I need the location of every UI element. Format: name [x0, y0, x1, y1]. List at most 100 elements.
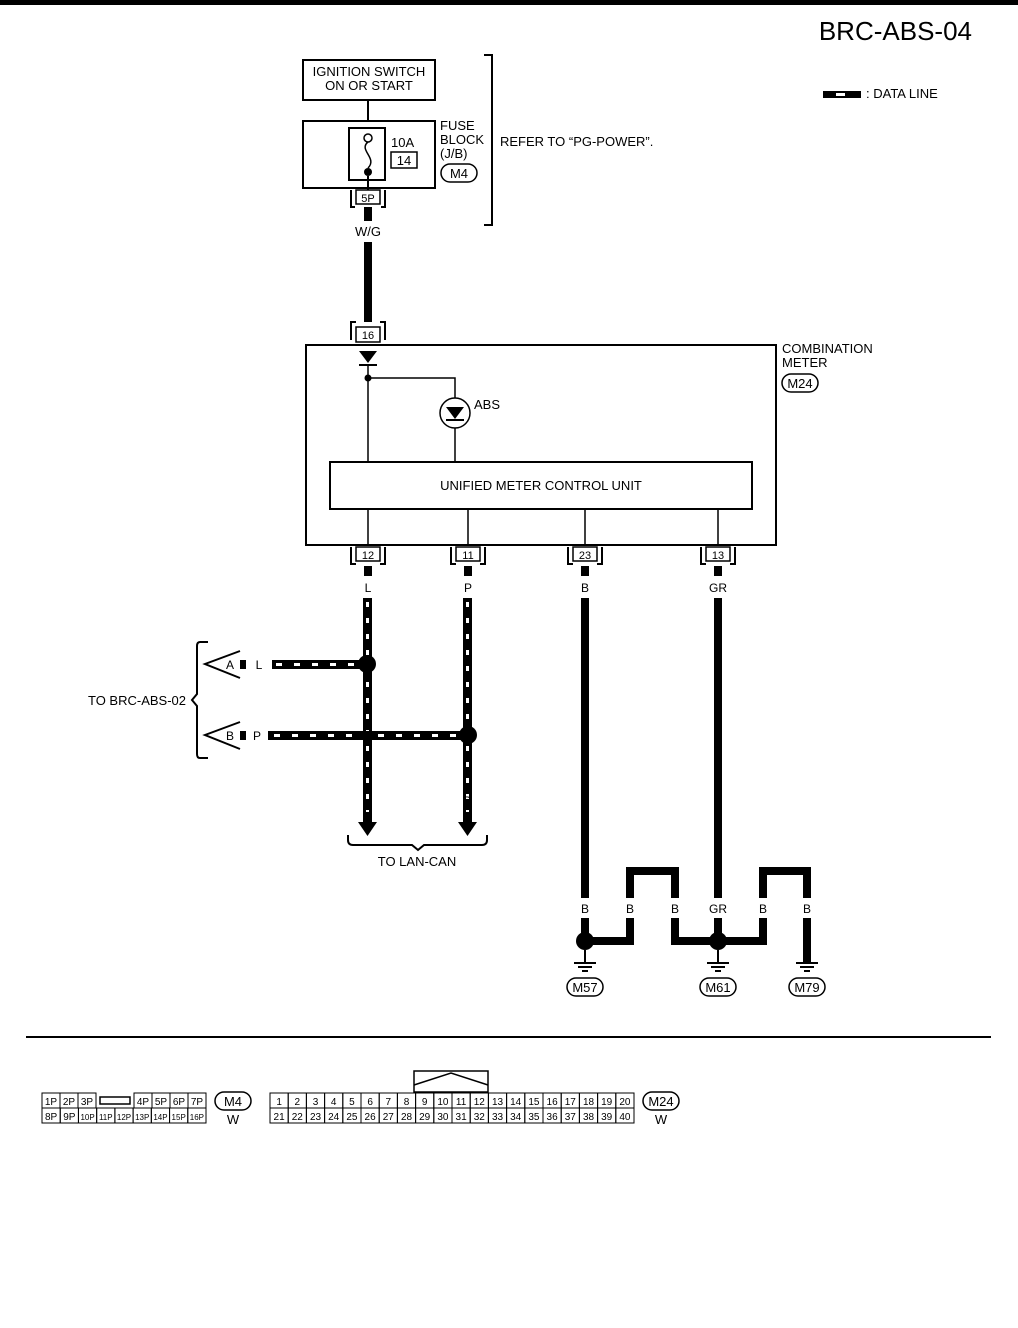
gnd-link-1 — [585, 918, 634, 945]
m4-connector-label: M4 W — [214, 1091, 252, 1127]
ignition-switch: IGNITION SWITCH ON OR START — [302, 59, 436, 101]
pin-label: 17 — [565, 1097, 577, 1108]
pin-label: 6 — [367, 1097, 373, 1108]
ground-icon — [796, 962, 818, 972]
l-down-label: L — [364, 794, 371, 808]
svg-text:12: 12 — [362, 550, 374, 562]
wire-label-gr: GR — [709, 581, 727, 595]
fuse-conn-badge: M4 — [450, 166, 468, 181]
pin-label: 24 — [328, 1112, 340, 1123]
pin-label: 35 — [528, 1112, 540, 1123]
pin-label: 18 — [583, 1097, 595, 1108]
pin-label: 2 — [295, 1097, 301, 1108]
wire-label-p: P — [464, 581, 472, 595]
pin-label: 8 — [404, 1097, 410, 1108]
pin-label: 3P — [81, 1097, 94, 1108]
pin-label: 4P — [137, 1097, 150, 1108]
link-b-wire: P — [253, 729, 261, 743]
meter-pin-connector-13: 13 — [700, 546, 736, 565]
combination-meter — [305, 344, 777, 546]
svg-text:M61: M61 — [705, 980, 730, 995]
pin-label: 13P — [135, 1113, 149, 1122]
gr-wire-vertical — [714, 598, 722, 898]
svg-text:ON OR START: ON OR START — [325, 78, 413, 93]
gnd-wire-label: B — [581, 902, 589, 916]
link-a-connector: A — [202, 650, 246, 679]
combination-meter-label: COMBINATION METER M24 — [781, 341, 873, 393]
pin-label: 1P — [45, 1097, 58, 1108]
meter-conn-badge: M24 — [787, 376, 812, 391]
pin-label: 31 — [456, 1112, 468, 1123]
lan-can-bracket — [347, 835, 488, 852]
pin-label: 16 — [547, 1097, 559, 1108]
gnd-link-3 — [718, 918, 767, 945]
pin-label: 19 — [601, 1097, 613, 1108]
pin-label: 28 — [401, 1112, 413, 1123]
b-lower-stub — [581, 918, 589, 938]
stub-23 — [581, 566, 589, 576]
pin-label: 13 — [492, 1097, 504, 1108]
power-bracket — [484, 54, 493, 226]
m24-latch — [413, 1070, 489, 1093]
svg-text:BLOCK: BLOCK — [440, 132, 484, 147]
pin-label: 32 — [474, 1112, 486, 1123]
pin-label: 3 — [313, 1097, 319, 1108]
pin-label: 30 — [437, 1112, 449, 1123]
stub-12 — [364, 566, 372, 576]
svg-text:METER: METER — [782, 355, 828, 370]
pin-label: 11 — [456, 1097, 467, 1108]
stub-11 — [464, 566, 472, 576]
refer-label: REFER TO “PG-POWER”. — [500, 134, 653, 149]
meter-pin-connector-11: 11 — [450, 546, 486, 565]
fuse-out-stub — [364, 207, 372, 221]
pin-label: 4 — [331, 1097, 337, 1108]
fuse-block: 10A 14 — [302, 120, 436, 190]
pin-label: 37 — [565, 1112, 577, 1123]
meter-input-connector: 16 — [350, 321, 386, 343]
svg-text:M57: M57 — [572, 980, 597, 995]
svg-text:5P: 5P — [361, 193, 374, 205]
pin-label: 22 — [292, 1112, 304, 1123]
wire-label-b: B — [581, 581, 589, 595]
gnd-wire-label: B — [803, 902, 811, 916]
to-lan-can-label: TO LAN-CAN — [378, 854, 457, 869]
pin-label: 8P — [45, 1112, 58, 1123]
pin-label: 9 — [422, 1097, 428, 1108]
pin-label: 9P — [63, 1112, 76, 1123]
abs02-bracket — [190, 641, 208, 759]
pin-label: 5 — [349, 1097, 355, 1108]
stub-13 — [714, 566, 722, 576]
splice-loop-1 — [626, 867, 679, 898]
wg-wire-label: W/G — [355, 224, 381, 239]
data-line-l-horizontal — [272, 660, 364, 669]
gnd-wire-label: B — [671, 902, 679, 916]
pin-label: 39 — [601, 1112, 613, 1123]
link-a-wire: L — [256, 658, 263, 672]
wire-label-l: L — [365, 581, 372, 595]
pin-label: 1 — [276, 1097, 282, 1108]
pin-label: 7 — [386, 1097, 392, 1108]
pin-label: 36 — [547, 1112, 559, 1123]
b-wire-vertical — [581, 598, 589, 898]
ground-icon — [707, 950, 729, 972]
internal-diode — [359, 351, 377, 366]
ground-conn-m79: M79 — [788, 977, 826, 997]
abs-label: ABS — [474, 397, 500, 412]
svg-text:FUSE: FUSE — [440, 118, 475, 133]
to-abs02-label: TO BRC-ABS-02 — [88, 693, 186, 708]
ground-icon — [574, 950, 596, 972]
pin-label: 40 — [619, 1112, 631, 1123]
abs-lamp-wire — [368, 377, 456, 398]
p-down-label: P — [463, 794, 471, 808]
data-line-p-vertical — [463, 598, 472, 820]
pin-label: 33 — [492, 1112, 504, 1123]
ground-conn-m61: M61 — [699, 977, 737, 997]
pin-label: 12 — [474, 1097, 486, 1108]
pin-label: 14P — [153, 1113, 167, 1122]
pin-label: 15 — [528, 1097, 540, 1108]
pin-label: 20 — [619, 1097, 631, 1108]
pin-label: 12P — [117, 1113, 131, 1122]
svg-text:M24: M24 — [648, 1094, 673, 1109]
